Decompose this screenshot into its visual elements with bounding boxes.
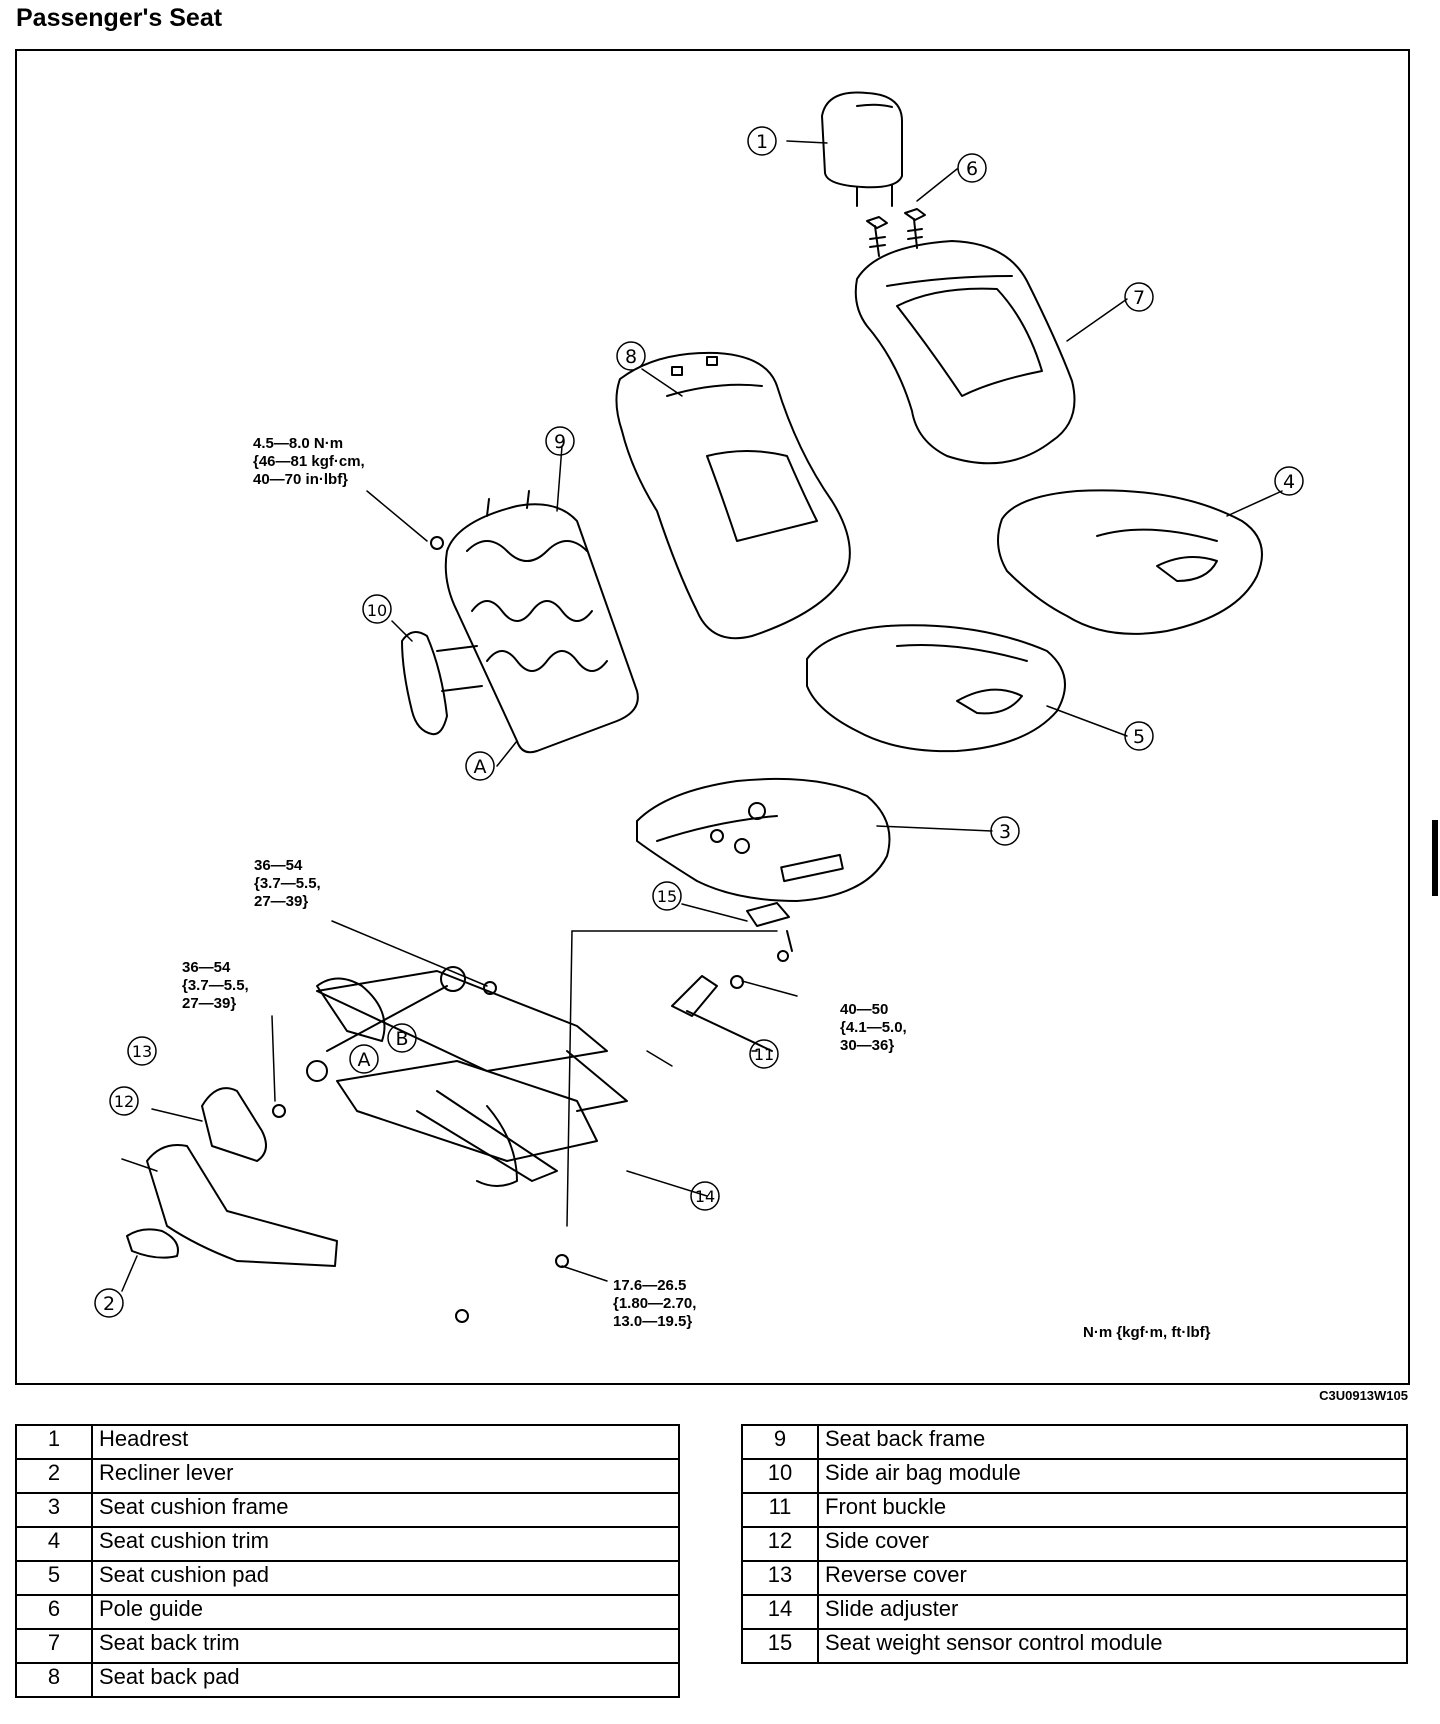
pole-guide-shape [866, 208, 926, 257]
part-name: Reverse cover [817, 1560, 1408, 1596]
exploded-diagram: 1 6 7 8 4 5 3 9 10 15 11 12 13 14 2 A A B 4.5—8.0 N·… [15, 49, 1410, 1385]
callout-circles [94, 126, 1304, 1318]
svg-text:A: A [474, 756, 487, 778]
torque-spec-slide-adjuster: 17.6—26.5 {1.80—2.70, 13.0—19.5} [613, 1277, 697, 1330]
part-number: 3 [15, 1492, 93, 1528]
headrest-shape [821, 91, 903, 207]
page-edge-marker [1432, 820, 1438, 896]
part-number: 6 [15, 1594, 93, 1630]
part-name: Seat cushion pad [91, 1560, 680, 1596]
diagram-drawing: 1 6 7 8 4 5 3 9 10 15 11 12 13 14 2 A A B [94, 91, 1304, 1323]
svg-text:12: 12 [114, 1092, 134, 1111]
part-number: 4 [15, 1526, 93, 1562]
part-name: Headrest [91, 1424, 680, 1460]
svg-text:4: 4 [1283, 471, 1295, 493]
page-title: Passenger's Seat [16, 4, 223, 32]
leader-lines [121, 140, 1283, 1292]
side-cover-shape [126, 1144, 338, 1267]
part-number: 5 [15, 1560, 93, 1596]
part-name: Seat back trim [91, 1628, 680, 1664]
torque-spec-front-buckle: 40—50 {4.1—5.0, 30—36} [840, 1001, 907, 1054]
part-name: Side cover [817, 1526, 1408, 1562]
part-name: Seat weight sensor control module [817, 1628, 1408, 1664]
part-name: Seat cushion trim [91, 1526, 680, 1562]
svg-text:9: 9 [554, 431, 566, 453]
callout-labels: 1 6 7 8 4 5 3 9 10 15 11 12 13 14 2 A A B [103, 131, 1295, 1315]
side-air-bag-module-shape [401, 631, 483, 736]
seat-back-frame-shape [444, 490, 639, 754]
part-name: Front buckle [817, 1492, 1408, 1528]
slide-adjuster-shape [306, 966, 628, 1187]
torque-spec-recliner-upper: 36—54 {3.7—5.5, 27—39} [254, 857, 321, 910]
figure-id: C3U0913W105 [1319, 1388, 1408, 1403]
part-number: 10 [741, 1458, 819, 1494]
torque-unit-note: N·m {kgf·m, ft·lbf} [1083, 1324, 1211, 1341]
seat-cushion-pad-shape [806, 624, 1066, 753]
part-name: Slide adjuster [817, 1594, 1408, 1630]
part-name: Recliner lever [91, 1458, 680, 1494]
svg-text:13: 13 [132, 1042, 152, 1061]
torque-spec-recliner-lower: 36—54 {3.7—5.5, 27—39} [182, 959, 249, 1012]
part-name: Seat back frame [817, 1424, 1408, 1460]
part-number: 11 [741, 1492, 819, 1528]
svg-text:11: 11 [754, 1045, 774, 1064]
svg-text:B: B [395, 1028, 408, 1050]
svg-text:1: 1 [756, 131, 768, 153]
seat-back-trim-shape [854, 240, 1076, 465]
part-number: 15 [741, 1628, 819, 1664]
part-name: Pole guide [91, 1594, 680, 1630]
seat-cushion-frame-shape [636, 777, 891, 902]
part-number: 2 [15, 1458, 93, 1494]
part-name: Seat back pad [91, 1662, 680, 1698]
part-number: 12 [741, 1526, 819, 1562]
svg-text:15: 15 [657, 887, 677, 906]
part-name: Side air bag module [817, 1458, 1408, 1494]
front-buckle-shape [671, 975, 773, 1052]
seat-back-pad-shape [615, 351, 851, 640]
part-number: 9 [741, 1424, 819, 1460]
part-number: 13 [741, 1560, 819, 1596]
part-number: 8 [15, 1662, 93, 1698]
part-name: Seat cushion frame [91, 1492, 680, 1528]
svg-text:6: 6 [966, 158, 978, 180]
seat-cushion-trim-shape [997, 489, 1263, 635]
svg-text:7: 7 [1133, 287, 1145, 309]
reverse-cover-shape [201, 977, 386, 1162]
svg-text:8: 8 [625, 346, 637, 368]
torque-spec-seat-back-frame: 4.5—8.0 N·m {46—81 kgf·cm, 40—70 in·lbf} [253, 435, 365, 488]
bolts [272, 536, 789, 1323]
seat-weight-sensor-shape [746, 902, 793, 952]
svg-text:5: 5 [1133, 726, 1145, 748]
svg-text:10: 10 [367, 601, 387, 620]
svg-text:2: 2 [103, 1293, 115, 1315]
svg-text:3: 3 [999, 821, 1011, 843]
svg-text:A: A [358, 1049, 371, 1071]
part-number: 14 [741, 1594, 819, 1630]
part-number: 7 [15, 1628, 93, 1664]
part-number: 1 [15, 1424, 93, 1460]
svg-text:14: 14 [695, 1187, 715, 1206]
